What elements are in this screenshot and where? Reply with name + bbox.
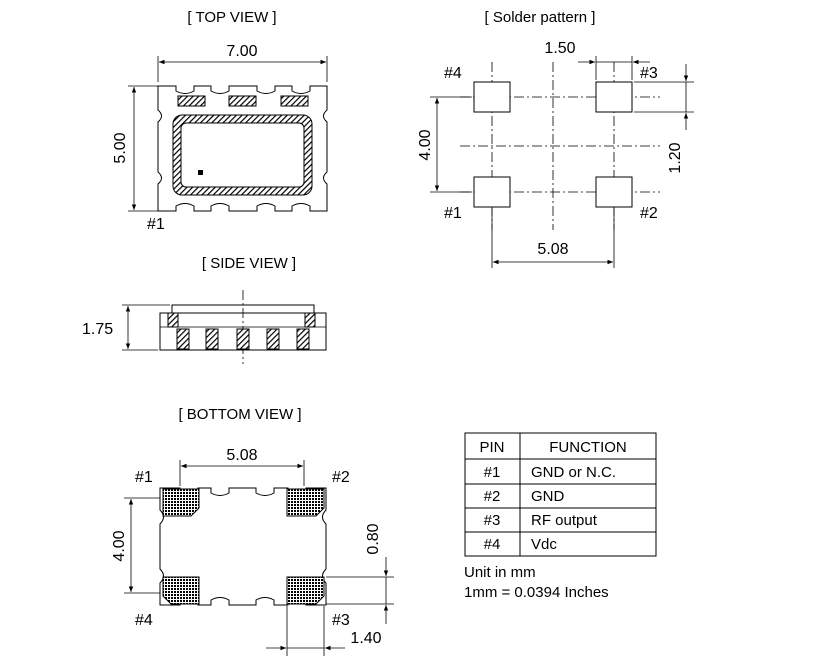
bottom-span-y-label: 4.00 <box>111 530 128 561</box>
table-row-2-pin: #2 <box>484 488 501 505</box>
solder-pad-3 <box>595 81 633 113</box>
top-pad-left <box>177 95 206 107</box>
top-view: [ TOP VIEW ] 7.00 5.00 #1 <box>112 9 328 233</box>
table-row-3-function: RF output <box>531 512 598 529</box>
table-row-1-pin: #1 <box>484 464 501 481</box>
bottom-pin4-label: #4 <box>135 612 153 629</box>
side-view-title: [ SIDE VIEW ] <box>202 255 296 272</box>
solder-pattern-title: [ Solder pattern ] <box>485 9 596 26</box>
table-row-1-function: GND or N.C. <box>531 464 616 481</box>
solder-pin4-label: #4 <box>444 65 462 82</box>
unit-note: Unit in mm <box>464 564 536 581</box>
solder-pattern-view: [ Solder pattern ] 1.50 1.20 4.00 <box>417 9 694 268</box>
solder-span-y-label: 4.00 <box>417 129 434 160</box>
side-terminal-1 <box>176 328 190 350</box>
top-pin1-label: #1 <box>147 216 165 233</box>
solder-pad-2 <box>595 176 633 208</box>
bottom-view-title: [ BOTTOM VIEW ] <box>178 406 301 423</box>
pin-function-table: PIN FUNCTION #1 GND or N.C. #2 GND #3 RF… <box>464 432 657 557</box>
top-package-outline <box>157 85 328 212</box>
side-terminal-5 <box>296 328 310 350</box>
bottom-pad-1 <box>162 488 200 517</box>
side-top-pad-right <box>304 312 316 328</box>
side-view: [ SIDE VIEW ] 1.75 <box>82 255 327 364</box>
table-header-function: FUNCTION <box>549 439 627 456</box>
solder-pitch-label: 1.50 <box>544 40 575 57</box>
bottom-pin2-label: #2 <box>332 469 350 486</box>
top-pad-right <box>280 95 309 107</box>
solder-pad-1 <box>473 176 511 208</box>
side-body <box>159 312 327 351</box>
side-height-label: 1.75 <box>82 321 113 338</box>
table-row-4-pin: #4 <box>484 536 501 553</box>
solder-pad-4 <box>473 81 511 113</box>
side-terminal-2 <box>205 328 219 350</box>
solder-pin3-label: #3 <box>640 65 658 82</box>
bottom-view: [ BOTTOM VIEW ] 5.08 4.00 0.80 1.40 # <box>111 406 394 656</box>
solder-pad-height-label: 1.20 <box>667 142 684 173</box>
bottom-pad-2 <box>286 488 325 517</box>
bottom-pad-4 <box>162 576 200 605</box>
bottom-span-x-label: 5.08 <box>226 447 257 464</box>
table-row-3-pin: #3 <box>484 512 501 529</box>
solder-span-x-label: 5.08 <box>537 241 568 258</box>
bottom-pin3-label: #3 <box>332 612 350 629</box>
top-width-label: 7.00 <box>226 43 257 60</box>
side-terminal-4 <box>266 328 280 350</box>
table-row-2-function: GND <box>531 488 565 505</box>
top-pad-middle <box>228 95 257 107</box>
solder-pin2-label: #2 <box>640 205 658 222</box>
conversion-note: 1mm = 0.0394 Inches <box>464 584 609 601</box>
table-row-4-function: Vdc <box>531 536 557 553</box>
bottom-pad-width-label: 1.40 <box>350 630 381 647</box>
table-header-pin: PIN <box>479 439 504 456</box>
top-lid-inner <box>180 122 305 188</box>
pin1-marker-dot <box>198 170 203 175</box>
bottom-pin1-label: #1 <box>135 469 153 486</box>
top-height-label: 5.00 <box>112 132 129 163</box>
side-terminal-3 <box>236 328 250 350</box>
top-view-title: [ TOP VIEW ] <box>187 9 276 26</box>
bottom-pad-height-label: 0.80 <box>365 523 382 554</box>
bottom-pad-3 <box>286 576 325 605</box>
side-top-pad-left <box>167 312 179 328</box>
solder-pin1-label: #1 <box>444 205 462 222</box>
